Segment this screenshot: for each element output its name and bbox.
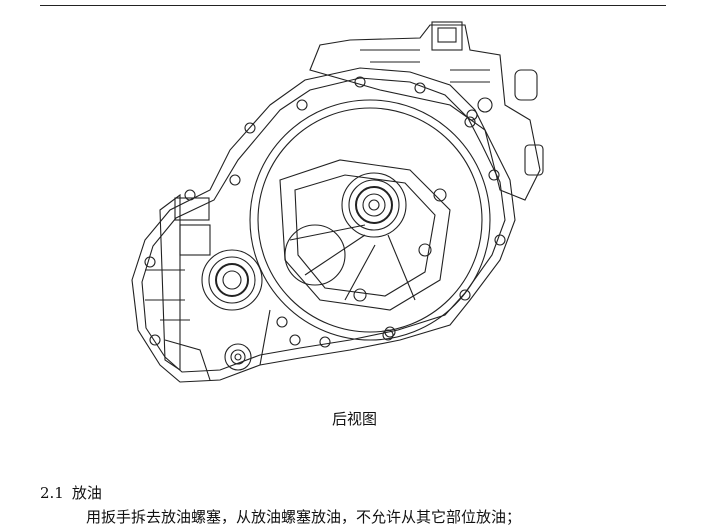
header-rule	[40, 5, 666, 6]
housing-rib-details	[164, 197, 271, 381]
figure-caption: 后视图	[331, 410, 377, 428]
input-shaft-bearing	[341, 172, 407, 238]
drain-plug	[224, 343, 252, 371]
section-number: 2.1	[40, 484, 64, 502]
section-title: 放油	[71, 484, 102, 502]
section-paragraph: 用扳手拆去放油螺塞，从放油螺塞放油，不允许从其它部位放油；	[86, 508, 522, 526]
transmission-housing-outline	[131, 67, 516, 383]
differential-bore	[284, 224, 346, 286]
transmission-rear-view-drawing	[131, 21, 544, 383]
flange-bolt-holes	[144, 76, 506, 348]
section-heading: 2.1 放油	[40, 482, 102, 503]
output-shaft-bearing	[201, 249, 263, 311]
shift-actuator-block	[309, 21, 544, 201]
clutch-bell-ring	[249, 99, 491, 341]
